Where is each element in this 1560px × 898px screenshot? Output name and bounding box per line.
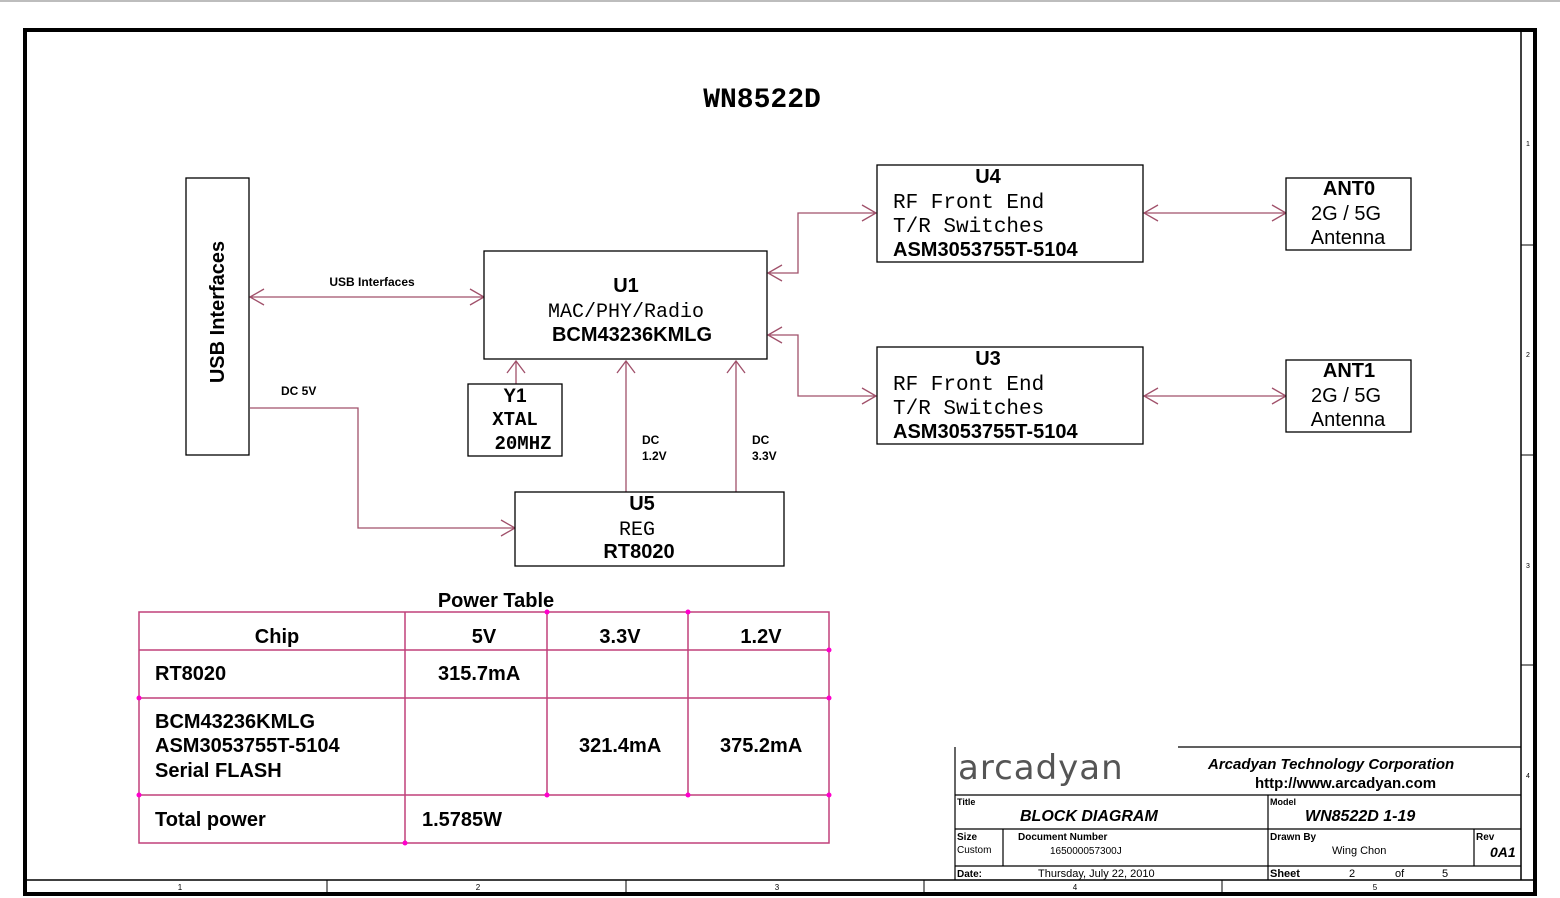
y1-function: XTAL — [492, 409, 538, 431]
u3-part: ASM3053755T-5104 — [893, 421, 1078, 443]
rev-label: Rev — [1476, 832, 1495, 843]
usb-link-label: USB Interfaces — [329, 275, 415, 289]
sheet-value: 2 — [1349, 868, 1355, 880]
company-url: http://www.arcadyan.com — [1255, 775, 1436, 792]
dc5v-label: DC 5V — [281, 384, 316, 398]
model-field-value: WN8522D 1-19 — [1305, 808, 1415, 825]
power-table-cell-chip: BCM43236KMLG — [155, 711, 315, 733]
arcadyan-logo: arcadyan — [958, 748, 1124, 788]
title-field-value: BLOCK DIAGRAM — [1020, 808, 1158, 825]
u3-ref: U3 — [975, 348, 1001, 370]
ant1-band: 2G / 5G — [1311, 385, 1381, 407]
date-value: Thursday, July 22, 2010 — [1038, 868, 1155, 880]
ant0-block — [1285, 177, 1412, 251]
zone-label-right-4: 4 — [1526, 773, 1530, 780]
power-table-cell-total: 1.5785W — [422, 809, 502, 831]
dc33-label-bottom: 3.3V — [752, 449, 777, 463]
zone-label-right-2: 2 — [1526, 352, 1530, 359]
u4-part: ASM3053755T-5104 — [893, 239, 1078, 261]
of-value: 5 — [1442, 868, 1448, 880]
ant1-label: Antenna — [1311, 409, 1386, 431]
ant0-band: 2G / 5G — [1311, 203, 1381, 225]
u5-function: REG — [619, 519, 655, 542]
zone-label-bottom-3: 3 — [775, 883, 780, 892]
u4-line2: T/R Switches — [893, 216, 1044, 239]
sheet-label: Sheet — [1270, 868, 1300, 880]
zone-label-right-1: 1 — [1526, 141, 1530, 148]
power-table-cell-3v3: 321.4mA — [579, 735, 661, 757]
sheet-frame — [23, 28, 1537, 896]
power-table-cell-1v2: 375.2mA — [720, 735, 802, 757]
drawn-by-value: Wing Chon — [1332, 845, 1386, 857]
u1-function: MAC/PHY/Radio — [548, 301, 704, 324]
ant1-block — [1285, 359, 1412, 433]
y1-frequency: 20MHZ — [494, 433, 551, 455]
power-table-header-3v3: 3.3V — [599, 626, 641, 648]
diagram-title: WN8522D — [703, 85, 821, 116]
power-table-junctions — [136, 609, 832, 846]
dc12-label-top: DC — [642, 433, 660, 447]
title-block-frame — [954, 746, 1521, 880]
power-table-grid — [138, 611, 830, 844]
of-label: of — [1395, 868, 1405, 880]
power-table-cell-chip: Serial FLASH — [155, 760, 282, 782]
power-table-header-5v: 5V — [472, 626, 497, 648]
ant0-label: Antenna — [1311, 227, 1386, 249]
power-table-cell-chip: RT8020 — [155, 663, 226, 685]
u1-part: BCM43236KMLG — [552, 324, 712, 346]
power-table-cell-chip: ASM3053755T-5104 — [155, 735, 340, 757]
u4-line1: RF Front End — [893, 192, 1044, 215]
zone-label-bottom-4: 4 — [1073, 883, 1078, 892]
docnum-field-label: Document Number — [1018, 832, 1108, 843]
docnum-field-value: 165000057300J — [1050, 846, 1122, 857]
date-label: Date: — [957, 869, 982, 880]
u5-part: RT8020 — [603, 541, 674, 563]
power-table-header-1v2: 1.2V — [740, 626, 782, 648]
u4-ref: U4 — [975, 166, 1001, 188]
power-table-header-chip: Chip — [255, 626, 299, 648]
y1-ref: Y1 — [503, 386, 527, 407]
power-table-cell-chip: Total power — [155, 809, 266, 831]
u4-block — [876, 164, 1144, 263]
usb-interfaces-block — [185, 177, 250, 456]
power-table-title: Power Table — [438, 590, 554, 612]
u1-ref: U1 — [613, 275, 639, 297]
signal-lines — [248, 204, 1288, 537]
dc12-label-bottom: 1.2V — [642, 449, 667, 463]
ant0-ref: ANT0 — [1323, 178, 1375, 200]
u5-ref: U5 — [629, 493, 655, 515]
title-field-label: Title — [957, 797, 975, 807]
power-table-cell-5v: 315.7mA — [438, 663, 520, 685]
zone-label-right-3: 3 — [1526, 563, 1530, 570]
u3-block — [876, 346, 1144, 445]
rev-value: 0A1 — [1490, 844, 1516, 860]
y1-block — [467, 383, 563, 457]
zone-label-bottom-5: 5 — [1373, 883, 1378, 892]
ant1-ref: ANT1 — [1323, 360, 1375, 382]
u3-line1: RF Front End — [893, 374, 1044, 397]
u5-block — [514, 491, 785, 567]
drawn-by-label: Drawn By — [1270, 832, 1317, 843]
company-name: Arcadyan Technology Corporation — [1207, 756, 1454, 773]
size-field-label: Size — [957, 832, 977, 843]
zone-label-bottom-2: 2 — [476, 883, 481, 892]
dc33-label-top: DC — [752, 433, 770, 447]
usb-interfaces-label: USB Interfaces — [207, 241, 229, 383]
u1-block — [483, 250, 768, 360]
model-field-label: Model — [1270, 797, 1296, 807]
size-field-value: Custom — [957, 845, 991, 856]
top-edge — [0, 0, 1560, 2]
u3-line2: T/R Switches — [893, 398, 1044, 421]
zone-label-bottom-1: 1 — [178, 883, 183, 892]
